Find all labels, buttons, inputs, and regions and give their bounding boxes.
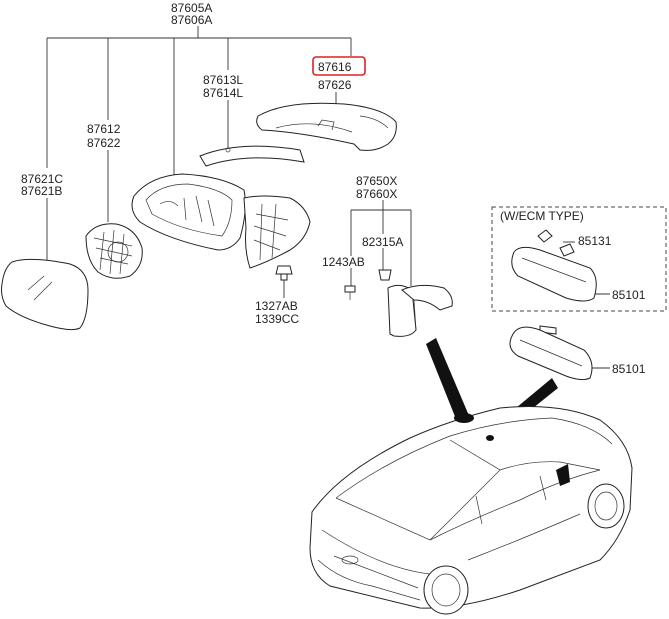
label-actuator-b: 87622 [87,136,121,150]
label-glass-a: 87621C [21,172,63,186]
label-garnish-b: 87614L [203,86,243,100]
label-actuator-a: 87612 [87,122,121,136]
highlight-box [312,56,366,76]
label-ecm-part: 85131 [578,234,612,248]
vehicle-illustration [309,406,633,615]
leader-lines [46,26,610,369]
label-mirror-assy-rh: 87606A [171,13,212,27]
label-cover-b: 87626 [318,78,352,92]
ecm-type-box [491,206,667,312]
label-bolt: 1243AB [322,255,365,269]
label-mirror-assy-lh: 87605A [171,1,212,15]
label-inside-mirror-a: 87650X [356,174,397,188]
inside-mirror-cover [387,284,453,337]
label-cover-clip: 82315A [362,235,403,249]
label-screw-a: 1327AB [255,299,298,313]
label-room-mirror: 85101 [612,362,646,376]
label-ecm-type: (W/ECM TYPE) [500,209,584,223]
bolt [344,285,356,300]
label-screw-b: 1339CC [255,312,299,326]
label-glass-b: 87621B [21,184,62,198]
part-labels: 87605A 87606A 87621C 87621B 87612 87622 … [21,1,646,376]
room-mirror [509,325,593,381]
label-inside-mirror-b: 87660X [356,187,397,201]
mirror-cover [256,102,397,151]
mirror-glass [1,258,89,331]
mirror-housing [131,173,311,269]
mirror-garnish [199,145,305,167]
mirror-actuator [85,223,143,279]
cover-clip [378,269,392,281]
label-garnish-a: 87613L [203,73,243,87]
label-cover-a: 87616 [318,60,352,74]
label-room-mirror-ecm: 85101 [612,288,646,302]
screw [275,265,293,281]
